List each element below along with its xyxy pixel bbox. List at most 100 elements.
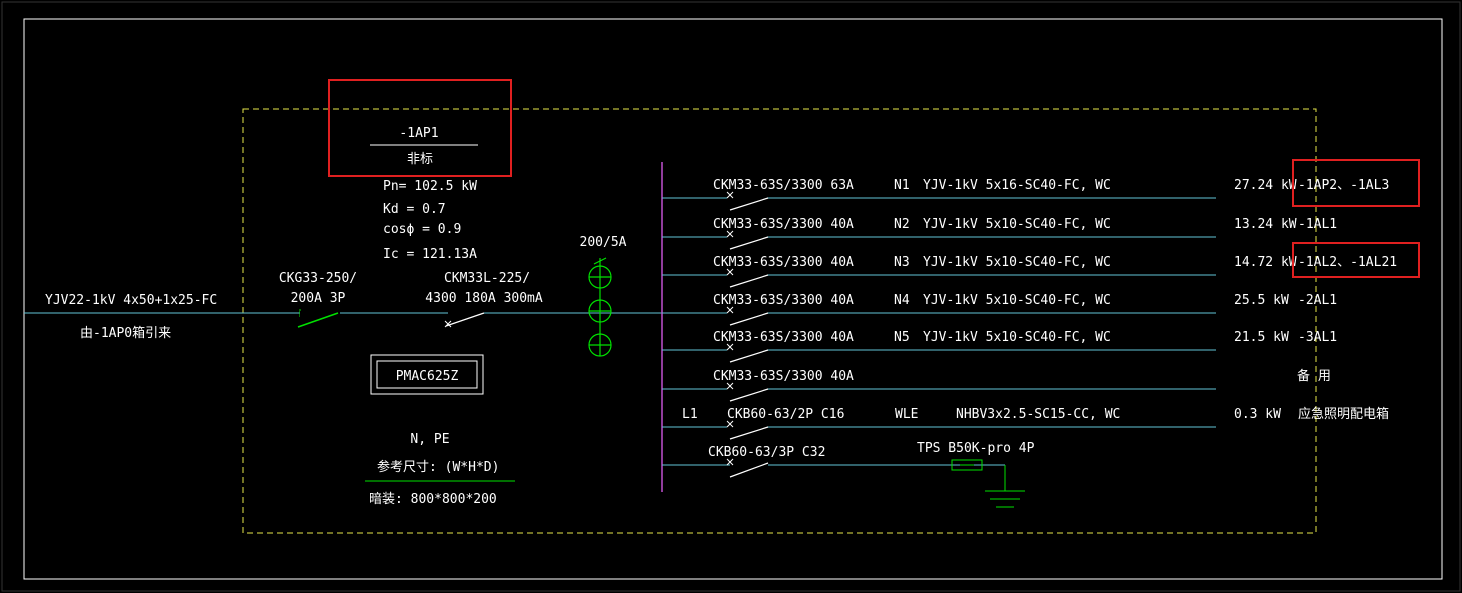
breaker-contact	[729, 274, 769, 288]
circuit-power: 25.5 kW	[1234, 293, 1289, 308]
breaker-x2	[726, 420, 734, 428]
meter-model: PMAC625Z	[396, 369, 459, 384]
incoming-cable: YJV22-1kV 4x50+1x25-FC	[45, 293, 217, 308]
switch2-model: CKM33L-225/	[444, 271, 530, 286]
circuit-row: CKM33-63S/3300 40A N5 YJV-1kV 5x10-SC40-FC…	[662, 330, 1337, 363]
circuit-destination: -1AL1	[1298, 217, 1337, 232]
circuit-power: 27.24 kW	[1234, 178, 1297, 193]
reference-size: 参考尺寸: (W*H*D)	[377, 459, 499, 475]
breaker-contact	[729, 236, 769, 250]
spd-breaker-x2	[726, 458, 734, 466]
panel-id: -1AP1	[399, 126, 438, 141]
breaker-model: CKM33-63S/3300 63A	[713, 178, 854, 193]
drawing-frame	[23, 18, 1443, 580]
breaker-gap	[727, 309, 767, 315]
panel-kd: Kd = 0.7	[383, 202, 446, 217]
circuit-row: CKM33-63S/3300 40A N2 YJV-1kV 5x10-SC40-FC…	[662, 217, 1337, 250]
breaker-gap	[727, 385, 767, 391]
panel-type: 非标	[407, 152, 433, 167]
switch1-model: CKG33-250/	[279, 271, 357, 286]
circuit-destination: -3AL1	[1298, 330, 1337, 345]
spd-breaker-model: CKB60-63/3P C32	[708, 445, 825, 460]
circuit-phase: N4	[894, 293, 910, 308]
circuit-cable: YJV-1kV 5x10-SC40-FC, WC	[923, 330, 1111, 345]
panel-ic: Ic = 121.13A	[383, 247, 477, 262]
main-switch	[297, 312, 339, 328]
breaker-model: CKM33-63S/3300 40A	[713, 217, 854, 232]
breaker-x2	[726, 382, 734, 390]
circuit-power: 13.24 kW	[1234, 217, 1297, 232]
circuit-phase: N3	[894, 255, 910, 270]
spd-breaker	[729, 462, 769, 478]
breaker-model: CKM33-63S/3300 40A	[713, 330, 854, 345]
breaker-contact	[729, 349, 769, 363]
switch1-rating: 200A 3P	[291, 291, 346, 306]
breaker-x2	[726, 306, 734, 314]
circuit-row: CKM33-63S/3300 40A 备 用	[662, 368, 1331, 402]
circuit-phase-pre: L1	[682, 407, 698, 422]
breaker-x2	[444, 320, 452, 328]
circuit-row: CKM33-63S/3300 63A N1 YJV-1kV 5x16-SC40-FC…	[662, 178, 1389, 211]
breaker-gap	[727, 346, 767, 352]
panel-pn: Pn= 102.5 kW	[383, 179, 477, 194]
circuit-cable: YJV-1kV 5x10-SC40-FC, WC	[923, 217, 1111, 232]
breaker-contact	[729, 197, 769, 211]
breaker-model: CKM33-63S/3300 40A	[713, 369, 854, 384]
breaker-model: CKB60-63/2P C16	[727, 407, 844, 422]
breaker-x2	[726, 343, 734, 351]
circuit-phase: N5	[894, 330, 910, 345]
breaker-x2	[726, 268, 734, 276]
current-transformers	[588, 257, 612, 357]
circuit-power: 0.3 kW	[1234, 407, 1281, 422]
incoming-source: 由-1AP0箱引来	[80, 325, 171, 341]
circuit-power: 14.72 kW	[1234, 255, 1297, 270]
meter-inner	[376, 360, 478, 389]
circuit-phase: N2	[894, 217, 910, 232]
surge-protector	[951, 459, 983, 471]
main-breaker	[445, 312, 485, 327]
highlight-panel-id	[328, 79, 512, 177]
breaker-x2	[726, 191, 734, 199]
highlight-circuit-1	[1292, 159, 1420, 207]
neutral-pe: N, PE	[410, 432, 449, 447]
breaker-model: CKM33-63S/3300 40A	[713, 293, 854, 308]
switch2-rating: 4300 180A 300mA	[425, 291, 543, 306]
mount-size: 暗装: 800*800*200	[369, 492, 497, 507]
circuit-row: CKB60-63/2P C16 L1 WLE NHBV3x2.5-SC15-CC, W…	[662, 406, 1389, 440]
circuit-destination: -2AL1	[1298, 293, 1337, 308]
panel-boundary	[242, 108, 1317, 534]
circuit-cable: NHBV3x2.5-SC15-CC, WC	[956, 407, 1120, 422]
circuit-row: CKM33-63S/3300 40A N3 YJV-1kV 5x10-SC40-FC…	[662, 255, 1397, 288]
circuit-cable: YJV-1kV 5x10-SC40-FC, WC	[923, 255, 1111, 270]
highlight-circuit-3	[1292, 242, 1420, 278]
breaker-gap	[727, 233, 767, 239]
circuit-destination: 应急照明配电箱	[1298, 406, 1389, 422]
breaker-x2	[726, 230, 734, 238]
breaker-gap	[727, 194, 767, 200]
circuit-destination: 备 用	[1297, 368, 1331, 384]
ground-symbol	[985, 465, 1025, 508]
circuit-power: 21.5 kW	[1234, 330, 1289, 345]
breaker-contact	[729, 426, 769, 440]
breaker-gap	[727, 271, 767, 277]
breaker-contact	[729, 388, 769, 402]
switch1-gap	[300, 311, 340, 317]
circuit-phase: N1	[894, 178, 910, 193]
ct-ratio: 200/5A	[580, 235, 627, 250]
circuit-destination: -1AP2、-1AL3	[1298, 178, 1389, 193]
circuit-row: CKM33-63S/3300 40A N4 YJV-1kV 5x10-SC40-FC…	[662, 293, 1337, 326]
breaker-contact	[729, 312, 769, 326]
spd-label: TPS B50K-pro 4P	[917, 441, 1035, 456]
meter-outer	[370, 354, 484, 395]
switch2-gap	[448, 310, 484, 316]
circuit-cable: YJV-1kV 5x16-SC40-FC, WC	[923, 178, 1111, 193]
breaker-gap	[727, 423, 767, 429]
circuit-cable: YJV-1kV 5x10-SC40-FC, WC	[923, 293, 1111, 308]
circuit-phase: WLE	[895, 407, 918, 422]
panel-cos: cosϕ = 0.9	[383, 222, 461, 237]
circuit-destination: -1AL2、-1AL21	[1298, 255, 1397, 270]
breaker-model: CKM33-63S/3300 40A	[713, 255, 854, 270]
outgoing-circuits: CKM33-63S/3300 63A N1 YJV-1kV 5x16-SC40-FC…	[662, 178, 1397, 440]
